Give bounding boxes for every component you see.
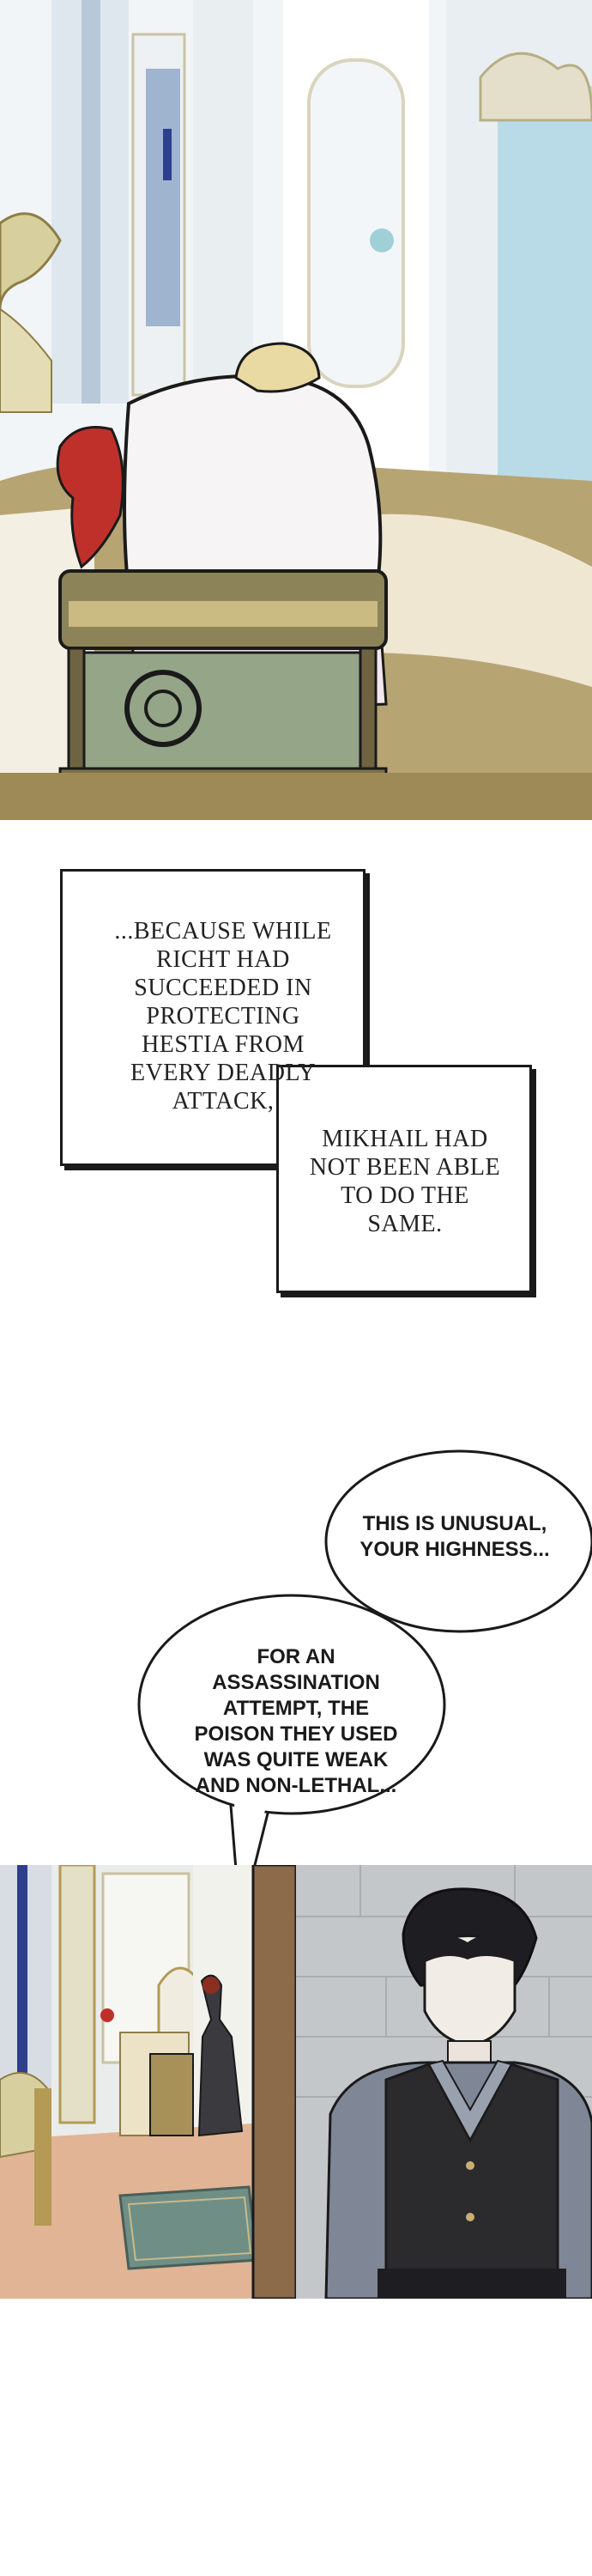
speech-bubble-2-text: FOR AN ASSASSINATION ATTEMPT, THE POISON… [194, 1645, 398, 1797]
caption-box-overlap-mask [279, 1069, 356, 1158]
narration-text-2: MIKHAIL HAD NOT BEEN ABLE TO DO THE SAME… [309, 1126, 501, 1237]
bedroom-scene-illustration [0, 0, 592, 820]
bottom-panel-illustration [0, 1865, 592, 2299]
speech-bubble-1-text: THIS IS UNUSUAL, YOUR HIGHNESS... [359, 1512, 550, 1561]
top-panel-illustration [0, 0, 592, 820]
narration-box-2 [276, 1065, 532, 1293]
narration-text-1: ...BECAUSE WHILE RICHT HAD SUCCEEDED IN … [114, 918, 332, 1115]
doorway-and-man-illustration [0, 1865, 592, 2299]
